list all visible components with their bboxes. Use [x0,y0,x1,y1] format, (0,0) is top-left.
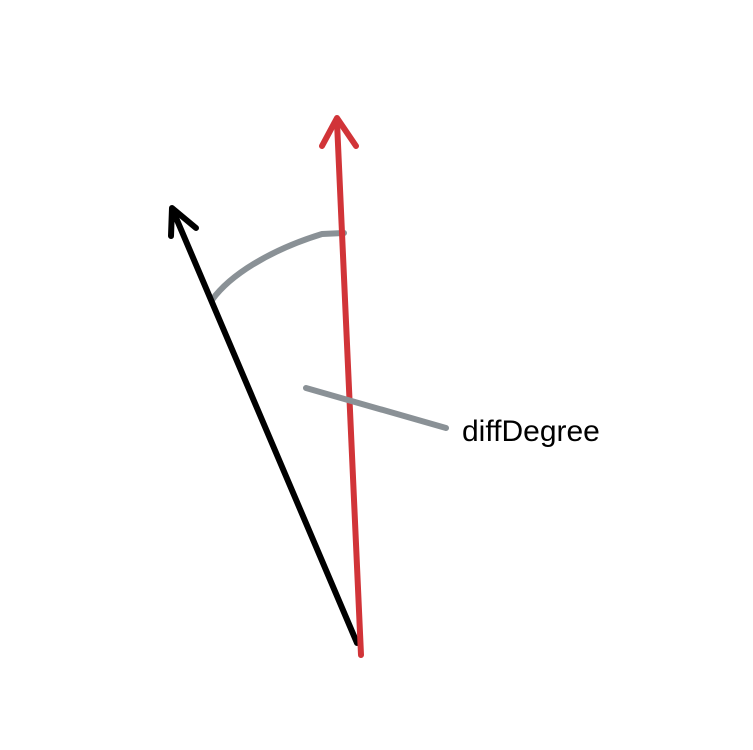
diff-degree-label: diffDegree [462,415,600,448]
reference-vector-arrowhead [168,205,199,239]
target-vector-arrowhead [319,115,359,149]
reference-vector-shaft [171,210,360,646]
label-leader-line [303,385,449,431]
target-vector-shaft [334,119,364,658]
angle-arc [209,230,347,303]
